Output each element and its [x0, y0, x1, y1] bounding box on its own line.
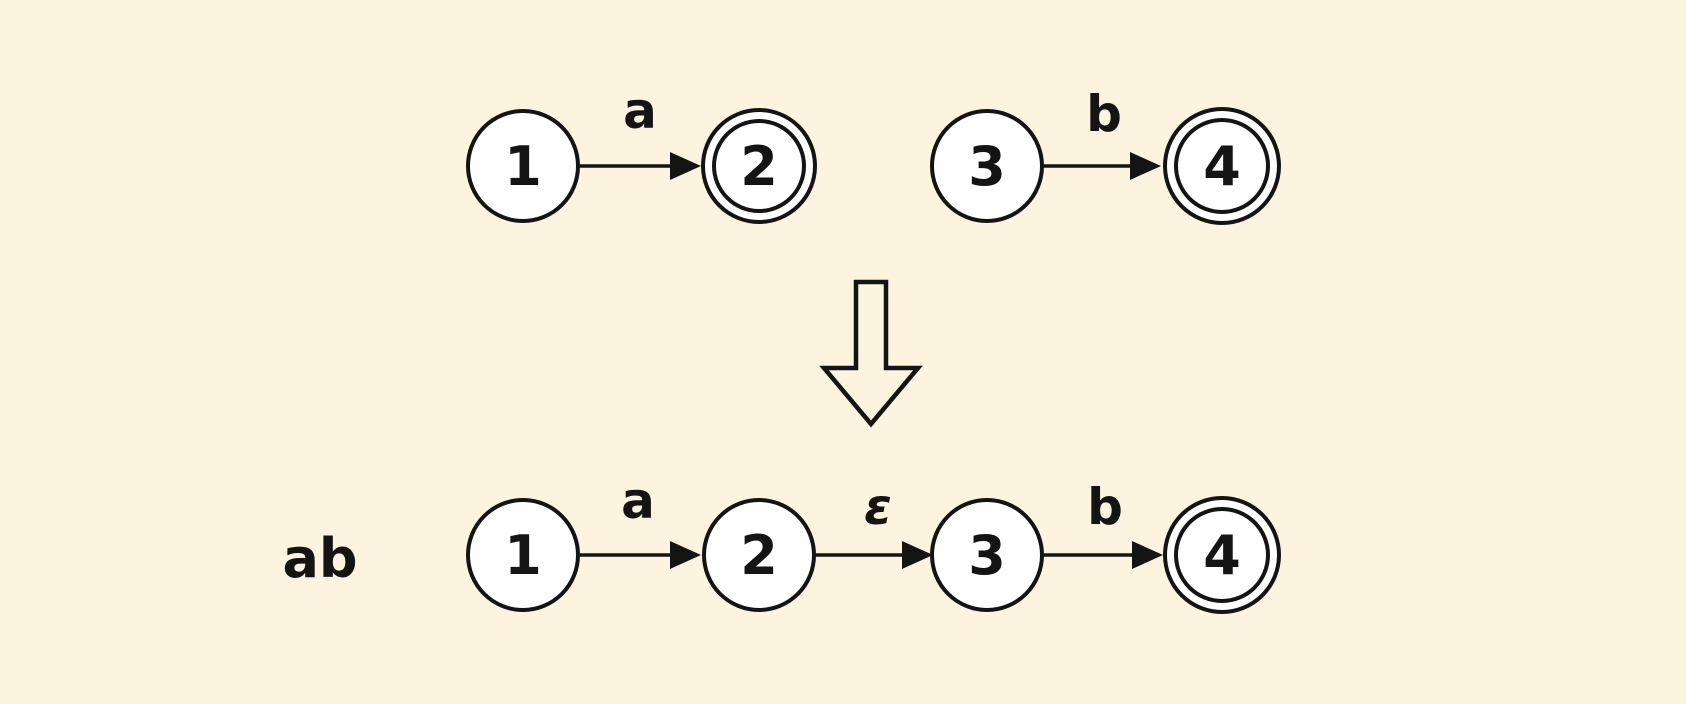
state-4-top-label: 4	[1203, 135, 1241, 198]
state-1-top-label: 1	[504, 135, 542, 198]
state-3-bottom-label: 3	[968, 524, 1006, 587]
transition-b-top-label: b	[1086, 85, 1122, 143]
machine-a: 1 a 2	[466, 82, 817, 224]
state-1-top: 1	[466, 109, 580, 223]
transition-a-bottom-arrowhead-icon	[670, 541, 701, 569]
transition-b-bottom-label: b	[1087, 478, 1123, 536]
state-2-bottom-label: 2	[740, 524, 778, 587]
state-1-bottom-label: 1	[504, 524, 542, 587]
transition-a-top-label: a	[623, 82, 657, 140]
state-3-top: 3	[930, 109, 1044, 223]
transition-epsilon-bottom-label: ε	[864, 478, 892, 536]
transition-a-top: a	[580, 82, 701, 180]
transition-b-top-arrowhead-icon	[1130, 152, 1161, 180]
state-2-bottom: 2	[702, 498, 816, 612]
state-4-top-accepting: 4	[1163, 107, 1281, 225]
transition-a-bottom-label: a	[621, 472, 655, 530]
state-4-bottom-label: 4	[1203, 524, 1241, 587]
state-1-bottom-circle	[466, 498, 580, 612]
transition-epsilon-bottom-arrowhead-icon	[902, 541, 933, 569]
regex-label: ab	[282, 527, 357, 590]
state-1-top-circle	[466, 109, 580, 223]
big-down-arrow-icon	[819, 279, 923, 428]
state-3-top-label: 3	[968, 135, 1006, 198]
state-2-top-label: 2	[740, 135, 778, 198]
transition-b-bottom: b	[1042, 478, 1163, 569]
state-1-bottom: 1	[466, 498, 580, 612]
transition-epsilon-bottom: ε	[814, 478, 933, 569]
transition-b-bottom-arrowhead-icon	[1132, 541, 1163, 569]
machine-result: ab 1 a 2 ε 3 b	[282, 472, 1281, 614]
state-2-top-inner-circle	[712, 119, 806, 213]
state-4-bottom-accepting: 4	[1163, 496, 1281, 614]
state-2-top-accepting: 2	[701, 108, 817, 224]
transition-b-top: b	[1042, 85, 1161, 180]
state-4-top-inner-circle	[1174, 118, 1270, 214]
transition-a-top-arrowhead-icon	[670, 152, 701, 180]
state-4-bottom-inner-circle	[1174, 507, 1270, 603]
state-3-bottom: 3	[930, 498, 1044, 612]
machine-b: 3 b 4	[930, 85, 1281, 225]
transition-a-bottom: a	[580, 472, 701, 569]
